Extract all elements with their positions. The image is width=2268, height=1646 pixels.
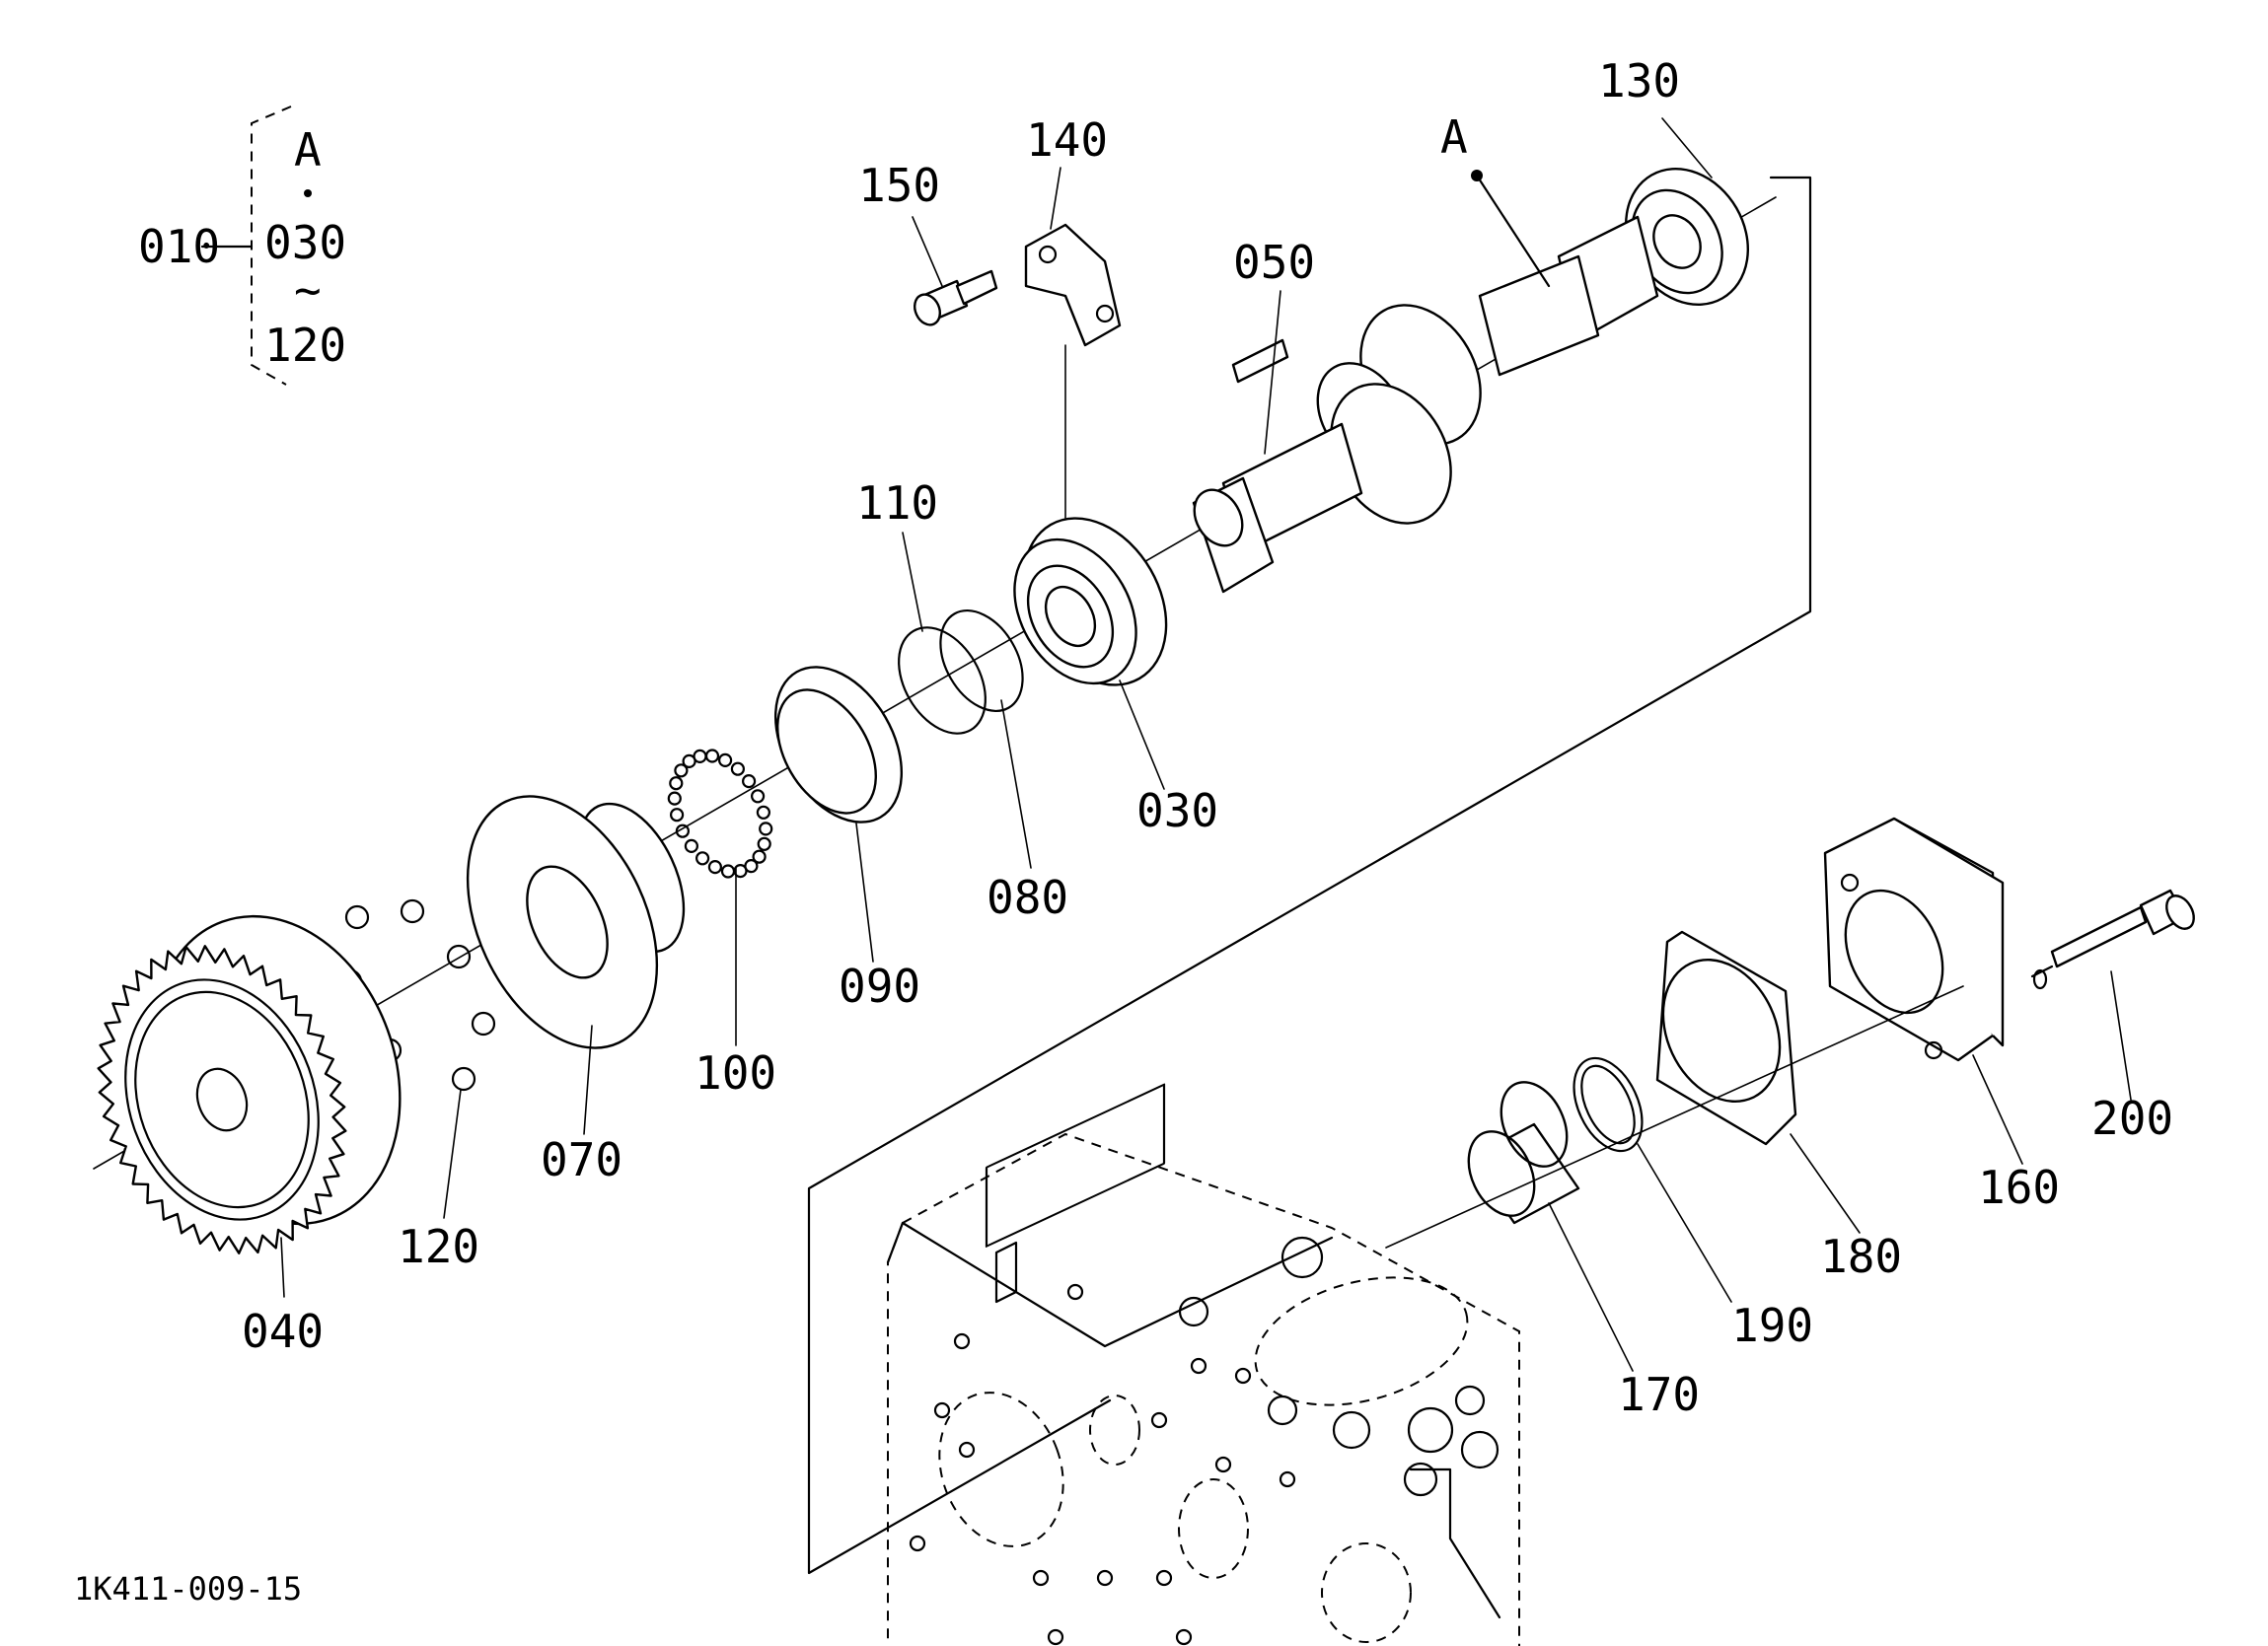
ball-ring-ball bbox=[756, 805, 771, 820]
leader-140 bbox=[1050, 167, 1061, 230]
callout-130: 130 bbox=[1598, 54, 1680, 107]
ball-ring-ball bbox=[707, 859, 723, 875]
assembly-note: 010 A 030 ~ 120 bbox=[138, 106, 346, 386]
callout-090: 090 bbox=[839, 960, 920, 1013]
part-200-bolt bbox=[2030, 889, 2195, 990]
leader-200 bbox=[2110, 970, 2132, 1101]
ball-ring-ball bbox=[669, 776, 684, 791]
part-030-bearing bbox=[1013, 517, 1168, 686]
leader-030 bbox=[1119, 680, 1165, 790]
leader-160 bbox=[1972, 1054, 2023, 1165]
ball-ring-ball bbox=[720, 864, 736, 879]
ball-ring-ball bbox=[693, 749, 707, 764]
ref-a-leader bbox=[1475, 174, 1551, 288]
assembly-range-end: 120 bbox=[264, 319, 346, 372]
leader-040 bbox=[280, 1237, 285, 1298]
part-080-snap-ring bbox=[939, 608, 1024, 713]
assembly-boundary-line bbox=[807, 176, 1812, 1575]
assembly-ref-dot bbox=[304, 189, 312, 197]
assembly-ref-label: A bbox=[294, 123, 322, 177]
ball-ring-ball bbox=[757, 836, 771, 851]
part-050-key bbox=[1231, 338, 1289, 384]
gear-rim bbox=[124, 978, 320, 1221]
leader-170 bbox=[1548, 1202, 1634, 1372]
ball-ring-ball bbox=[704, 749, 720, 763]
ref-a-label: A bbox=[1440, 110, 1468, 164]
callout-120: 120 bbox=[398, 1220, 479, 1273]
callout-labels: 130 140 150 050 110 030 080 090 100 070 … bbox=[242, 54, 2173, 1421]
callout-110: 110 bbox=[856, 476, 938, 530]
part-040-gear bbox=[97, 914, 402, 1254]
part-070-collar bbox=[466, 795, 686, 1049]
part-180-gasket bbox=[1655, 930, 1797, 1146]
callout-100: 100 bbox=[695, 1046, 776, 1100]
leader-050 bbox=[1264, 290, 1281, 455]
callout-050: 050 bbox=[1233, 236, 1315, 289]
callout-080: 080 bbox=[987, 871, 1068, 924]
leader-120 bbox=[443, 1089, 462, 1219]
callout-leaders bbox=[280, 117, 2132, 1372]
ball-ring-ball bbox=[695, 851, 710, 866]
part-160-housing bbox=[1823, 817, 2005, 1062]
ball-ring-ball bbox=[759, 822, 773, 836]
leader-150 bbox=[912, 216, 943, 287]
part-090-seal bbox=[773, 666, 904, 823]
part-190-snap-ring bbox=[1573, 1056, 1644, 1153]
drawing-number: 1K411-009-15 bbox=[74, 1570, 302, 1608]
ball-ring-ball bbox=[684, 838, 699, 854]
ball-ring-ball bbox=[667, 791, 682, 806]
leader-070 bbox=[583, 1025, 593, 1135]
part-shaft-assembly bbox=[1192, 215, 1659, 594]
assembly-range-sep: ~ bbox=[294, 263, 322, 317]
callout-030: 030 bbox=[1136, 784, 1218, 837]
ball-ring-ball bbox=[752, 849, 767, 864]
ball-ring-ball bbox=[741, 773, 757, 789]
callout-190: 190 bbox=[1731, 1299, 1813, 1352]
callout-040: 040 bbox=[242, 1305, 324, 1358]
lower-axis-line bbox=[1385, 985, 1964, 1249]
ball-ring-ball bbox=[717, 752, 733, 768]
leader-080 bbox=[1000, 699, 1032, 869]
part-110-snap-ring bbox=[898, 626, 987, 735]
ball-ring-ball bbox=[669, 808, 685, 823]
callout-170: 170 bbox=[1618, 1368, 1700, 1421]
crankcase-housing bbox=[886, 1083, 1520, 1646]
ball-ring-ball bbox=[730, 761, 746, 776]
part-140-plate bbox=[1024, 223, 1122, 347]
callout-160: 160 bbox=[1978, 1161, 2060, 1214]
part-100-ball-ring bbox=[667, 749, 773, 879]
leader-190 bbox=[1637, 1143, 1732, 1303]
callout-150: 150 bbox=[858, 159, 940, 212]
ball-ring-ball bbox=[674, 763, 689, 778]
gear-web bbox=[134, 990, 310, 1209]
assembly-parent-label: 010 bbox=[138, 220, 220, 273]
gear-bore bbox=[195, 1067, 249, 1132]
callout-200: 200 bbox=[2091, 1092, 2173, 1145]
ref-a-dot bbox=[1471, 170, 1483, 181]
ball-ring-ball bbox=[750, 789, 766, 804]
callout-140: 140 bbox=[1026, 113, 1108, 167]
ball-ring-ball bbox=[675, 823, 691, 838]
leader-110 bbox=[902, 532, 923, 632]
leader-090 bbox=[855, 823, 874, 963]
callout-070: 070 bbox=[541, 1133, 622, 1186]
part-130-bearing bbox=[1625, 168, 1749, 306]
part-150-bolt bbox=[913, 269, 998, 326]
callout-180: 180 bbox=[1820, 1230, 1902, 1283]
part-170-bushing bbox=[1467, 1081, 1580, 1225]
assembly-range-start: 030 bbox=[264, 216, 346, 269]
leader-180 bbox=[1790, 1133, 1861, 1234]
assembly-bracket bbox=[251, 106, 292, 386]
leader-130 bbox=[1661, 117, 1713, 179]
